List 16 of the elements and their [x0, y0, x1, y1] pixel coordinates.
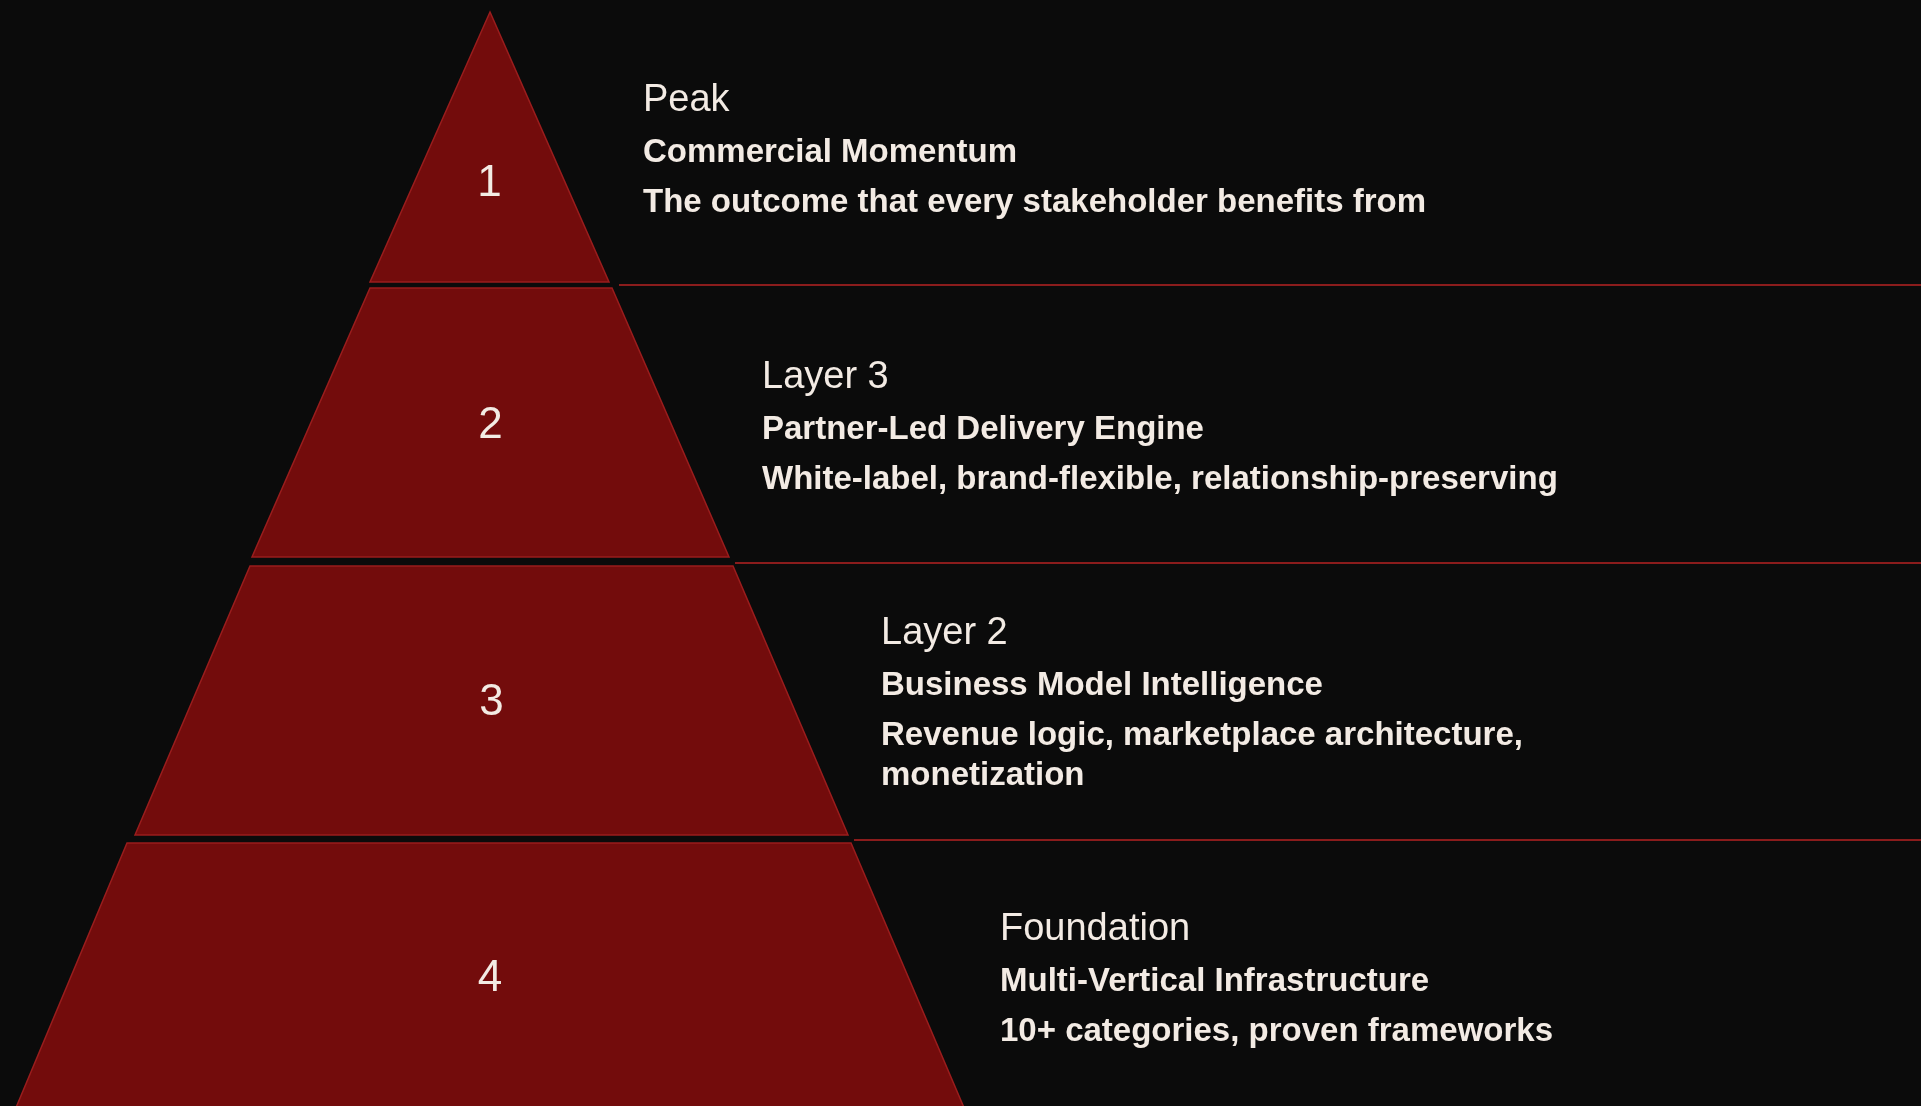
layer-description: White-label, brand-flexible, relationship-preserving	[762, 458, 1558, 498]
layer-subtitle: Business Model Intelligence	[881, 664, 1324, 704]
layer-subtitle: Partner-Led Delivery Engine	[762, 408, 1205, 448]
layer-title: Peak	[643, 76, 731, 120]
layer-title: Foundation	[1000, 905, 1192, 949]
layer-number: 1	[477, 157, 502, 205]
layer-subtitle: Multi-Vertical Infrastructure	[1000, 960, 1431, 1000]
layer-number: 3	[479, 676, 504, 724]
layer-description: 10+ categories, proven frameworks	[1000, 1010, 1553, 1050]
layer-number: 2	[478, 399, 503, 447]
layer-description: The outcome that every stakeholder benefits from	[643, 181, 1427, 221]
layer-number: 4	[477, 952, 503, 1000]
layer-subtitle: Commercial Momentum	[643, 131, 1019, 171]
layer-description: Revenue logic, marketplace architecture, monetization	[881, 714, 1524, 794]
layer-title: Layer 2	[881, 609, 1009, 653]
layer-title: Layer 3	[762, 353, 890, 397]
